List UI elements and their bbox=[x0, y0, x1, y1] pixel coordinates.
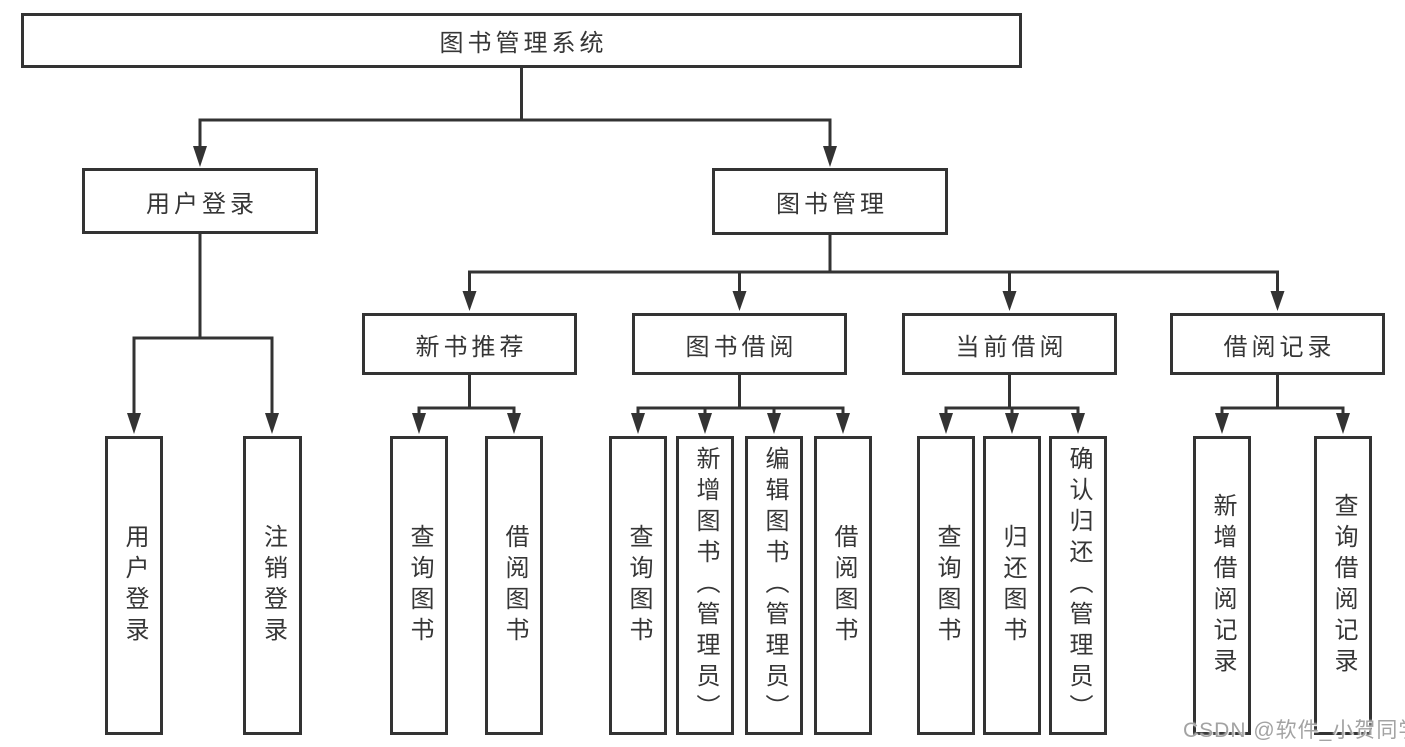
node-label: 用户登录 bbox=[121, 523, 148, 648]
node-label: 注销登录 bbox=[259, 523, 287, 648]
node-label: 归还图书 bbox=[999, 523, 1026, 648]
leaf-confirm-return-admin: 确认归还（管理员） bbox=[1049, 436, 1107, 735]
node-book-management: 图书管理 bbox=[712, 168, 948, 235]
leaf-query-books-recommend: 查询图书 bbox=[390, 436, 448, 735]
node-label: 图书借阅 bbox=[685, 333, 798, 361]
leaf-borrow-book: 借阅图书 bbox=[814, 436, 872, 735]
node-label: 借阅记录 bbox=[1223, 333, 1336, 361]
node-label: 编辑图书（管理员） bbox=[761, 446, 788, 725]
node-label: 图书管理系统 bbox=[439, 30, 608, 57]
leaf-query-borrow-record: 查询借阅记录 bbox=[1314, 436, 1372, 735]
leaf-query-books-current: 查询图书 bbox=[917, 436, 975, 735]
node-label: 查询图书 bbox=[625, 523, 652, 648]
node-borrow-records: 借阅记录 bbox=[1170, 313, 1385, 375]
node-label: 新增借阅记录 bbox=[1209, 492, 1236, 679]
leaf-edit-book-admin: 编辑图书（管理员） bbox=[745, 436, 803, 735]
node-current-borrow: 当前借阅 bbox=[902, 313, 1117, 375]
watermark: CSDN @软件_小贺同学 bbox=[1183, 719, 1405, 742]
node-label: 借阅图书 bbox=[830, 523, 857, 648]
leaf-query-books-borrow: 查询图书 bbox=[609, 436, 667, 735]
node-user-login: 用户登录 bbox=[82, 168, 318, 234]
node-new-book-recommend: 新书推荐 bbox=[362, 313, 577, 375]
node-label: 查询图书 bbox=[406, 523, 433, 648]
leaf-add-book-admin: 新增图书（管理员） bbox=[676, 436, 734, 735]
leaf-user-login: 用户登录 bbox=[105, 436, 163, 735]
node-label: 确认归还（管理员） bbox=[1065, 446, 1092, 725]
node-label: 借阅图书 bbox=[501, 523, 528, 648]
node-label: 图书管理 bbox=[776, 191, 888, 218]
node-label: 查询借阅记录 bbox=[1330, 492, 1357, 679]
node-label: 当前借阅 bbox=[955, 333, 1068, 361]
leaf-add-borrow-record: 新增借阅记录 bbox=[1193, 436, 1251, 735]
node-book-borrow: 图书借阅 bbox=[632, 313, 847, 375]
node-label: 新书推荐 bbox=[415, 333, 528, 361]
leaf-borrow-book-recommend: 借阅图书 bbox=[485, 436, 543, 735]
leaf-return-book: 归还图书 bbox=[983, 436, 1041, 735]
leaf-logout: 注销登录 bbox=[243, 436, 302, 735]
node-library-system: 图书管理系统 bbox=[21, 13, 1022, 68]
node-label: 查询图书 bbox=[933, 523, 960, 648]
node-label: 新增图书（管理员） bbox=[692, 446, 719, 725]
node-label: 用户登录 bbox=[146, 190, 258, 218]
